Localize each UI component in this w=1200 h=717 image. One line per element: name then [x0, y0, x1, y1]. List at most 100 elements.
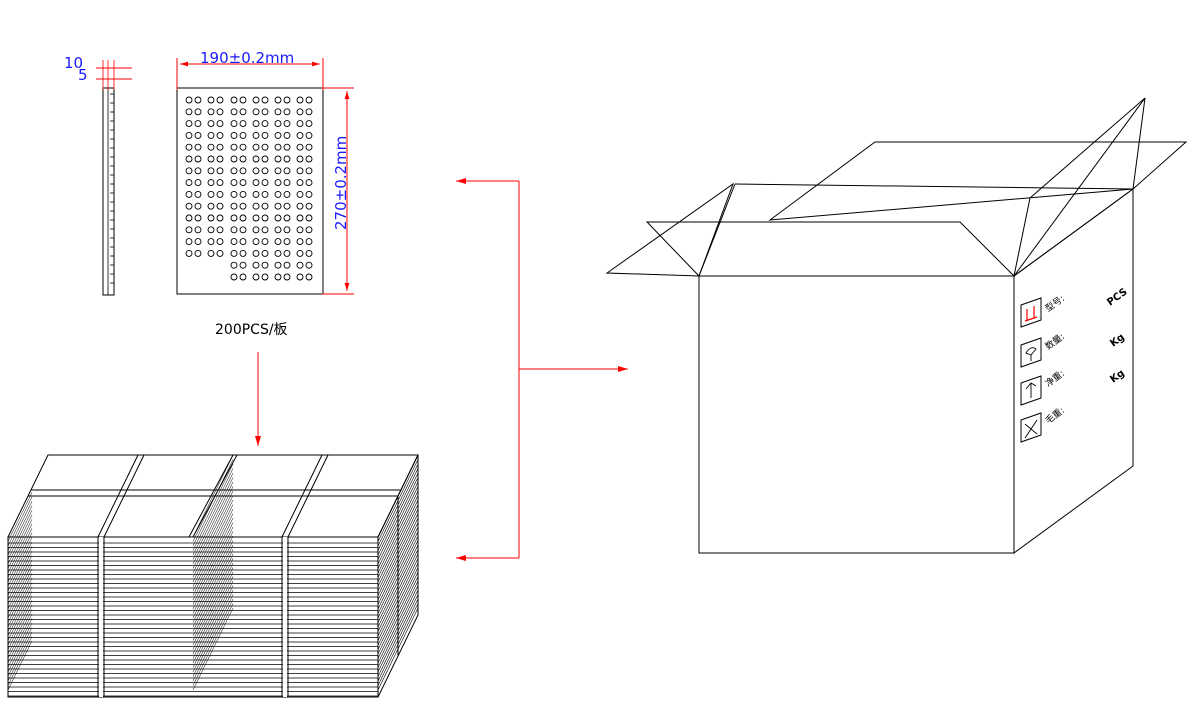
tray-hole [296, 249, 304, 257]
tray-edge [7, 492, 33, 542]
tray-hole [252, 120, 260, 128]
tray-hole [283, 238, 291, 246]
tray-hole [207, 249, 215, 257]
tray-hole [305, 96, 313, 104]
tray-edge [192, 472, 234, 556]
tray-hole [274, 190, 282, 198]
tray-width-dimension: 190±0.2mm [176, 49, 324, 90]
tray-hole [239, 179, 247, 187]
tray-edge [7, 631, 33, 682]
tray-hole [305, 249, 313, 257]
tray-hole [261, 202, 269, 210]
tray-hole [252, 190, 260, 198]
tray-height-dimension: 270±0.2mm [322, 87, 354, 295]
tray-hole [283, 108, 291, 116]
tray-hole [194, 120, 202, 128]
tray-hole [274, 273, 282, 281]
tray-hole [230, 179, 238, 187]
tray-hole [296, 202, 304, 210]
tray-edge [7, 627, 33, 677]
tray-hole [252, 167, 260, 175]
tray-hole [207, 202, 215, 210]
tray-hole [305, 108, 313, 116]
tray-hole [252, 226, 260, 234]
tray-hole [216, 202, 224, 210]
tray-edge [192, 495, 234, 578]
carton-box [605, 97, 1188, 554]
tray-hole [261, 273, 269, 281]
tray-edge [192, 603, 234, 686]
tray-edge [7, 600, 33, 650]
tray-hole [252, 238, 260, 246]
tray-hole [283, 226, 291, 234]
tray-edge [7, 609, 33, 659]
tray-hole [274, 261, 282, 269]
tray-hole [194, 190, 202, 198]
tray-edge [7, 586, 33, 637]
tray-hole [230, 108, 238, 116]
tray-hole [230, 190, 238, 198]
tray-edge [192, 508, 234, 592]
tray-hole [283, 249, 291, 257]
tray-hole [185, 167, 193, 175]
tray-hole [194, 179, 202, 187]
tray-hole [194, 108, 202, 116]
tray-edge [192, 598, 234, 682]
tray-edge [7, 555, 33, 605]
tray-edge [192, 513, 234, 596]
tray-edge [192, 549, 234, 632]
tray-hole [185, 202, 193, 210]
tray-edge [192, 517, 234, 601]
tray-hole [305, 155, 313, 163]
tray-hole [305, 131, 313, 139]
tray-edge [7, 577, 33, 628]
tray-hole [252, 96, 260, 104]
tray-hole [239, 120, 247, 128]
tray-hole [305, 226, 313, 234]
tray-edge [7, 501, 33, 551]
tray-hole [239, 238, 247, 246]
edge-dimension-label: 10 [64, 54, 83, 72]
tray-hole [261, 120, 269, 128]
tray-hole [283, 143, 291, 151]
tray-hole [274, 214, 282, 222]
tray-hole [185, 179, 193, 187]
tray-hole [216, 238, 224, 246]
tray-side-view [102, 87, 115, 296]
tray-edge [7, 636, 33, 686]
tray-hole [296, 120, 304, 128]
tray-hole [216, 214, 224, 222]
tray-hole [296, 238, 304, 246]
tray-hole [216, 190, 224, 198]
tray-hole [230, 96, 238, 104]
tray-edge [7, 514, 33, 565]
tray-hole [261, 167, 269, 175]
tray-hole [194, 96, 202, 104]
tray-hole [283, 214, 291, 222]
no-stacking-icon [1020, 412, 1042, 443]
tray-hole [185, 238, 193, 246]
bracket-arrows [456, 178, 628, 561]
tray-hole [283, 202, 291, 210]
tray-hole [239, 96, 247, 104]
tray-hole [239, 167, 247, 175]
tray-hole [274, 249, 282, 257]
tray-hole [239, 131, 247, 139]
tray-hole [283, 131, 291, 139]
tray-hole [239, 143, 247, 151]
tray-hole [216, 249, 224, 257]
tray-hole [305, 179, 313, 187]
tray-hole [252, 214, 260, 222]
tray-hole [230, 261, 238, 269]
tray-hole [274, 238, 282, 246]
tray-hole [194, 238, 202, 246]
tray-hole [305, 273, 313, 281]
tray-edge [192, 504, 234, 587]
tray-hole [216, 179, 224, 187]
tray-hole [185, 120, 193, 128]
tray-hole [207, 120, 215, 128]
tray-hole [185, 143, 193, 151]
tray-edge [7, 541, 33, 592]
tray-hole [296, 179, 304, 187]
edge-dimension: 10 5 [64, 54, 132, 90]
